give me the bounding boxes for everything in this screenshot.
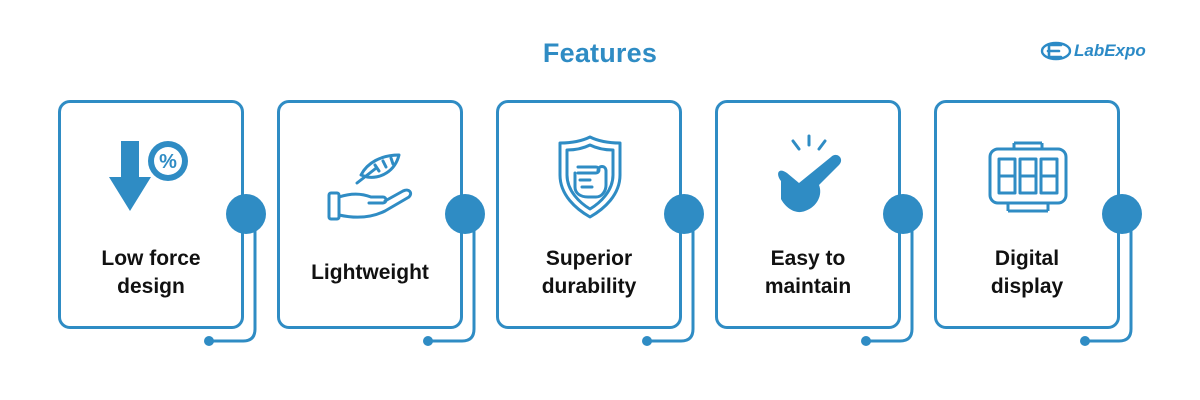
shield-fist-icon xyxy=(542,133,638,223)
labexpo-logo: LabExpo xyxy=(1040,38,1175,64)
connector-end-dot xyxy=(642,336,652,346)
connector-node xyxy=(226,194,266,234)
connector-end-dot xyxy=(861,336,871,346)
feature-card-low-force-design: % Low force design xyxy=(58,100,244,329)
feature-label: Easy to maintain xyxy=(764,247,852,298)
feature-card-superior-durability: Superior durability xyxy=(496,100,682,329)
connector-end-dot xyxy=(204,336,214,346)
arrow-down-percent-icon: % xyxy=(104,133,200,223)
connector-node xyxy=(664,194,704,234)
connector-node xyxy=(883,194,923,234)
connector-end-dot xyxy=(423,336,433,346)
feature-label: Low force design xyxy=(101,247,201,298)
page-title: Features xyxy=(542,38,658,68)
feature-label: Superior durability xyxy=(541,247,637,298)
connector-node xyxy=(1102,194,1142,234)
feather-hand-icon xyxy=(323,133,419,223)
feature-label: Digital display xyxy=(990,247,1064,298)
connector-end-dot xyxy=(1080,336,1090,346)
logo-text: LabExpo xyxy=(1074,41,1146,60)
labexpo-logo-icon xyxy=(1040,41,1072,61)
feature-card-lightweight: Lightweight xyxy=(277,100,463,329)
connector-node xyxy=(445,194,485,234)
feature-card-digital-display: Digital display xyxy=(934,100,1120,329)
digital-display-icon xyxy=(980,133,1076,223)
svg-text:%: % xyxy=(159,151,177,173)
snap-fingers-icon xyxy=(761,133,857,223)
feature-label: Lightweight xyxy=(311,261,429,284)
